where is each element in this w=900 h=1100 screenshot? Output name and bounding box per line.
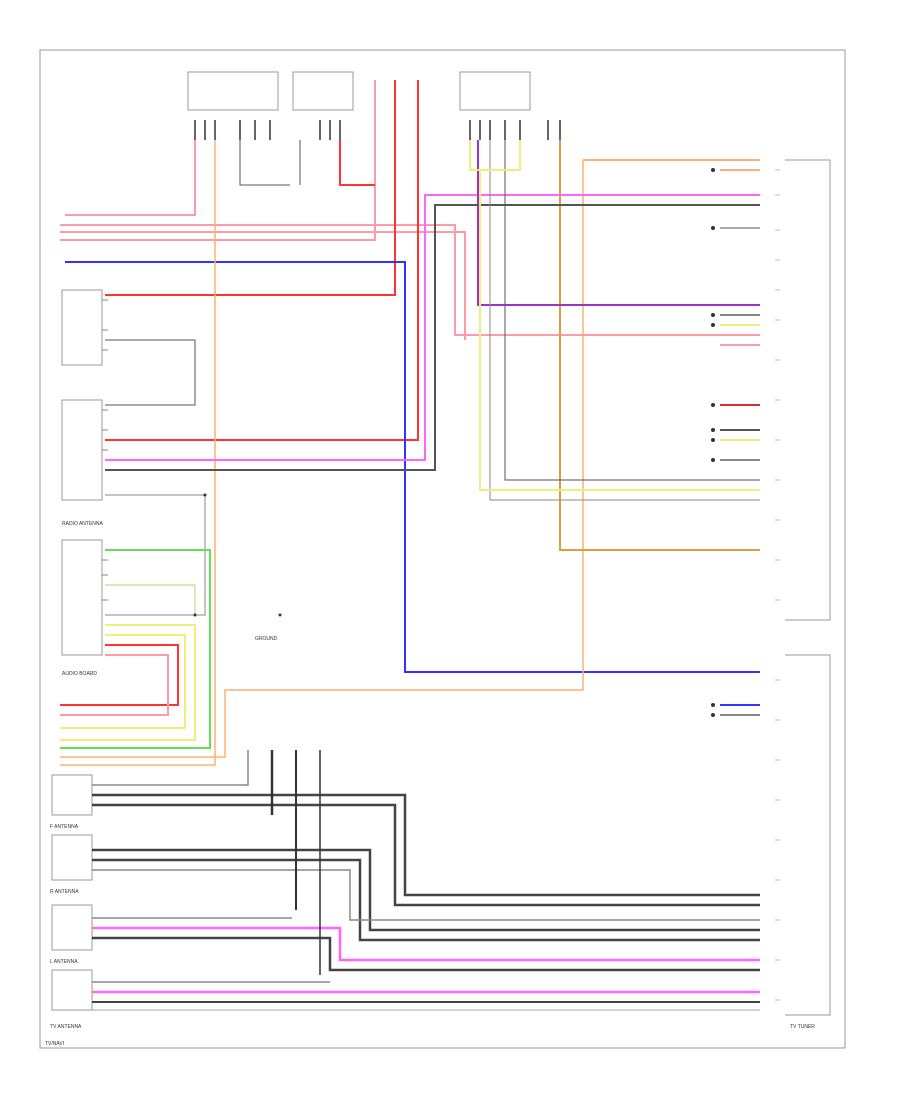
antenna-box-1 (51, 774, 93, 816)
top-relay-box-2 (292, 71, 354, 111)
top-switch-box (459, 71, 531, 111)
wire-purple-1 (477, 140, 760, 306)
wire-ant-black-4 (92, 848, 760, 932)
wire-group (60, 80, 760, 1011)
label-tv-antenna: TV ANTENNA (50, 1024, 82, 1030)
wire-ant-black-1 (92, 793, 760, 897)
wire-yellow-left-2 (60, 634, 186, 729)
right-connector-pins (775, 169, 780, 1001)
label-audio-board: AUDIO BOARD (62, 671, 97, 677)
antenna-box-2 (51, 834, 93, 881)
diagram-frame (39, 49, 846, 1049)
top-relay-box-1 (187, 71, 279, 111)
tv-tuner-connector (785, 654, 831, 1016)
wire-ant-black-7 (92, 936, 760, 972)
label-r-antenna: R ANTENNA (50, 889, 79, 895)
left-component-2 (61, 399, 103, 501)
wire-orange-main (60, 140, 216, 766)
connector-dots (193, 168, 715, 717)
wire-yellow-left-1 (60, 624, 196, 741)
wire-red-left-2 (60, 654, 169, 716)
wire-magenta-1 (105, 194, 760, 461)
left-component-3 (61, 539, 103, 656)
wire-ant-gray-1 (92, 750, 249, 786)
wire-ant-black-5 (92, 858, 760, 942)
wire-yellow-1 (469, 140, 521, 171)
wire-orange-3 (60, 160, 584, 758)
wire-black-vert (504, 140, 760, 481)
label-ground: GROUND (255, 636, 278, 642)
antenna-box-4 (51, 969, 93, 1011)
wire-red-left-1 (60, 644, 179, 706)
label-page-id: TV/NAVI (45, 1041, 64, 1047)
wire-red-2 (105, 80, 419, 441)
wire-pink-3 (60, 231, 466, 340)
label-f-antenna: F ANTENNA (50, 824, 79, 830)
top-terminal-stubs (194, 120, 561, 140)
wire-black-1 (105, 204, 760, 471)
wire-gray-1 (239, 140, 290, 186)
wire-red-loop (339, 140, 375, 186)
label-l-antenna: L ANTENNA (50, 959, 78, 965)
label-tv-tuner: TV TUNER (790, 1024, 815, 1030)
wire-ant-gray-2 (92, 869, 760, 921)
wire-orange-4 (559, 140, 760, 551)
wire-red-1 (105, 80, 396, 296)
wire-gray-left-1 (105, 339, 196, 406)
wire-blue (65, 261, 760, 673)
wire-pink-2 (60, 224, 760, 336)
wire-yellow-2 (479, 170, 760, 491)
label-radio-antenna: RADIO ANTENNA (62, 521, 104, 527)
wire-pink-1 (65, 140, 196, 216)
wire-olive (105, 584, 196, 615)
wire-gray-vert (489, 140, 760, 501)
wire-red-lower-left (60, 80, 376, 241)
wire-green (60, 549, 211, 749)
left-pin-ticks (102, 299, 108, 601)
wire-ant-black-2 (92, 803, 760, 907)
wire-gray-left-2 (105, 494, 206, 616)
left-component-1 (61, 289, 103, 366)
head-unit-connector-upper (785, 159, 831, 621)
wire-ant-magenta-1 (92, 926, 760, 962)
antenna-box-3 (51, 904, 93, 951)
